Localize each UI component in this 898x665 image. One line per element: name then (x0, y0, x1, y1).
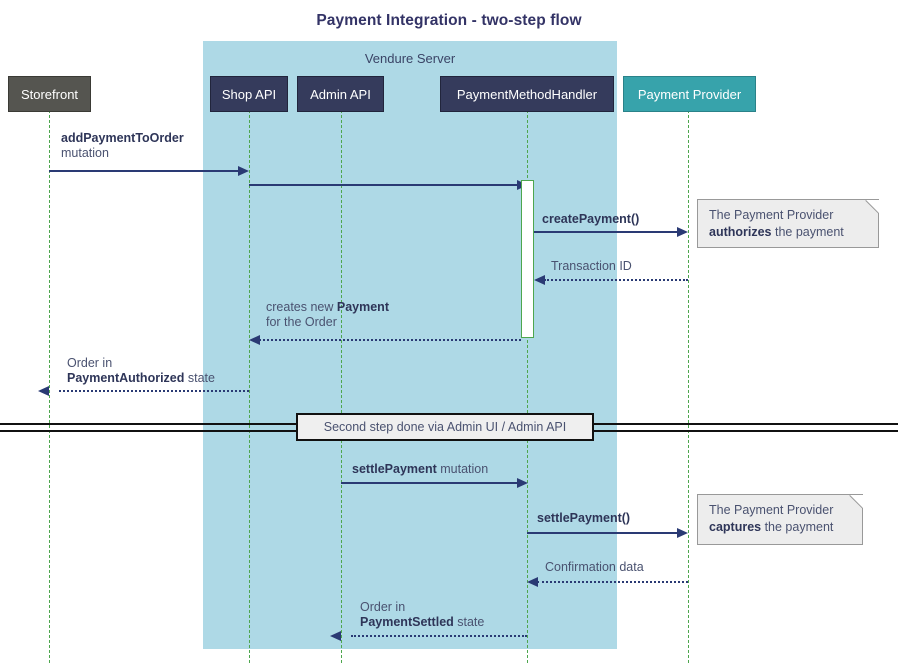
message-line-confirmation-data (537, 581, 688, 583)
note-captures-line2: captures the payment (709, 519, 852, 536)
lifeline-admin-api (341, 110, 342, 663)
message-label-settle-payment-call: settlePayment() (537, 511, 630, 526)
message-arrowhead-settle-payment-call (677, 528, 688, 538)
message-label-transaction-id-text: Transaction ID (551, 259, 632, 273)
message-label-add-payment-to-order-bold: addPaymentToOrder (61, 131, 184, 145)
note-captures-line2-rest: the payment (761, 520, 834, 534)
message-label-creates-new-payment-line2: for the Order (266, 315, 337, 329)
message-label-creates-new-payment: creates new Payment for the Order (266, 300, 389, 330)
group-box-vendure-server (203, 41, 617, 649)
lifeline-payment-provider (688, 110, 689, 663)
message-label-settle-payment-mutation-rest: mutation (436, 462, 489, 476)
message-line-settle-payment-mutation (341, 482, 518, 484)
message-arrowhead-settle-payment-mutation (517, 478, 528, 488)
message-line-creates-new-payment (259, 339, 521, 341)
message-line-settle-payment-call (527, 532, 678, 534)
message-line-order-payment-settled (351, 635, 527, 637)
message-arrowhead-create-payment (677, 227, 688, 237)
message-arrowhead-add-payment-to-order (238, 166, 249, 176)
message-label-settle-payment-mutation: settlePayment mutation (352, 462, 488, 477)
message-label-settle-payment-mutation-bold: settlePayment (352, 462, 437, 476)
participant-shop-api[interactable]: Shop API (210, 76, 288, 112)
participant-storefront-label: Storefront (20, 86, 79, 102)
note-authorizes-line2-bold: authorizes (709, 225, 772, 239)
note-captures-line1: The Payment Provider (709, 503, 834, 517)
message-arrowhead-order-payment-settled (330, 631, 341, 641)
message-label-add-payment-to-order: addPaymentToOrder mutation (61, 131, 184, 161)
message-label-confirmation-data: Confirmation data (545, 560, 644, 575)
participant-storefront[interactable]: Storefront (8, 76, 91, 112)
participant-payment-method-handler[interactable]: PaymentMethodHandler (440, 76, 614, 112)
message-label-order-payment-settled-line1: Order in (360, 600, 406, 614)
message-label-create-payment-bold: createPayment() (542, 212, 640, 226)
message-label-order-payment-authorized-rest: state (184, 371, 215, 385)
divider-label-text: Second step done via Admin UI / Admin AP… (323, 420, 567, 434)
message-line-create-payment (534, 231, 678, 233)
note-captures: The Payment Provider captures the paymen… (697, 494, 863, 545)
message-arrowhead-transaction-id (534, 275, 545, 285)
message-label-order-payment-settled-rest: state (453, 615, 485, 629)
message-label-confirmation-data-text: Confirmation data (545, 560, 644, 574)
message-label-create-payment: createPayment() (542, 212, 639, 227)
message-label-order-payment-authorized-line1: Order in (67, 356, 113, 370)
lifeline-storefront (49, 110, 50, 663)
participant-shop-api-label: Shop API (221, 86, 277, 102)
message-label-settle-payment-call-bold: settlePayment() (537, 511, 631, 525)
divider-label-box: Second step done via Admin UI / Admin AP… (296, 413, 594, 441)
message-line-transaction-id (544, 279, 688, 281)
message-line-shop-api-to-handler (249, 184, 518, 186)
activation-bar-payment-method-handler (521, 180, 534, 338)
lifeline-payment-method-handler (527, 110, 528, 663)
message-label-order-payment-authorized-bold: PaymentAuthorized (67, 371, 185, 385)
lifeline-shop-api (249, 110, 250, 663)
message-label-add-payment-to-order-rest: mutation (61, 146, 109, 160)
note-authorizes-line1: The Payment Provider (709, 208, 834, 222)
participant-payment-provider[interactable]: Payment Provider (623, 76, 756, 112)
message-arrowhead-order-payment-authorized (38, 386, 49, 396)
message-label-transaction-id: Transaction ID (551, 259, 632, 274)
note-authorizes-line2-rest: the payment (771, 225, 844, 239)
participant-payment-provider-label: Payment Provider (637, 86, 742, 102)
message-label-creates-new-payment-bold: Payment (336, 300, 389, 314)
message-label-creates-new-payment-pre: creates new (266, 300, 337, 314)
message-label-order-payment-settled-bold: PaymentSettled (360, 615, 454, 629)
message-label-order-payment-authorized: Order in PaymentAuthorized state (67, 356, 215, 386)
message-line-order-payment-authorized (59, 390, 249, 392)
message-arrowhead-creates-new-payment (249, 335, 260, 345)
group-label-vendure-server: Vendure Server (364, 51, 456, 66)
message-arrowhead-confirmation-data (527, 577, 538, 587)
note-authorizes-line2: authorizes the payment (709, 224, 868, 241)
participant-payment-method-handler-label: PaymentMethodHandler (456, 86, 598, 102)
message-label-order-payment-settled: Order in PaymentSettled state (360, 600, 484, 630)
note-captures-line2-bold: captures (709, 520, 762, 534)
diagram-title: Payment Integration - two-step flow (316, 12, 582, 29)
message-line-add-payment-to-order (49, 170, 239, 172)
participant-admin-api[interactable]: Admin API (297, 76, 384, 112)
participant-admin-api-label: Admin API (310, 86, 371, 102)
note-authorizes: The Payment Provider authorizes the paym… (697, 199, 879, 248)
